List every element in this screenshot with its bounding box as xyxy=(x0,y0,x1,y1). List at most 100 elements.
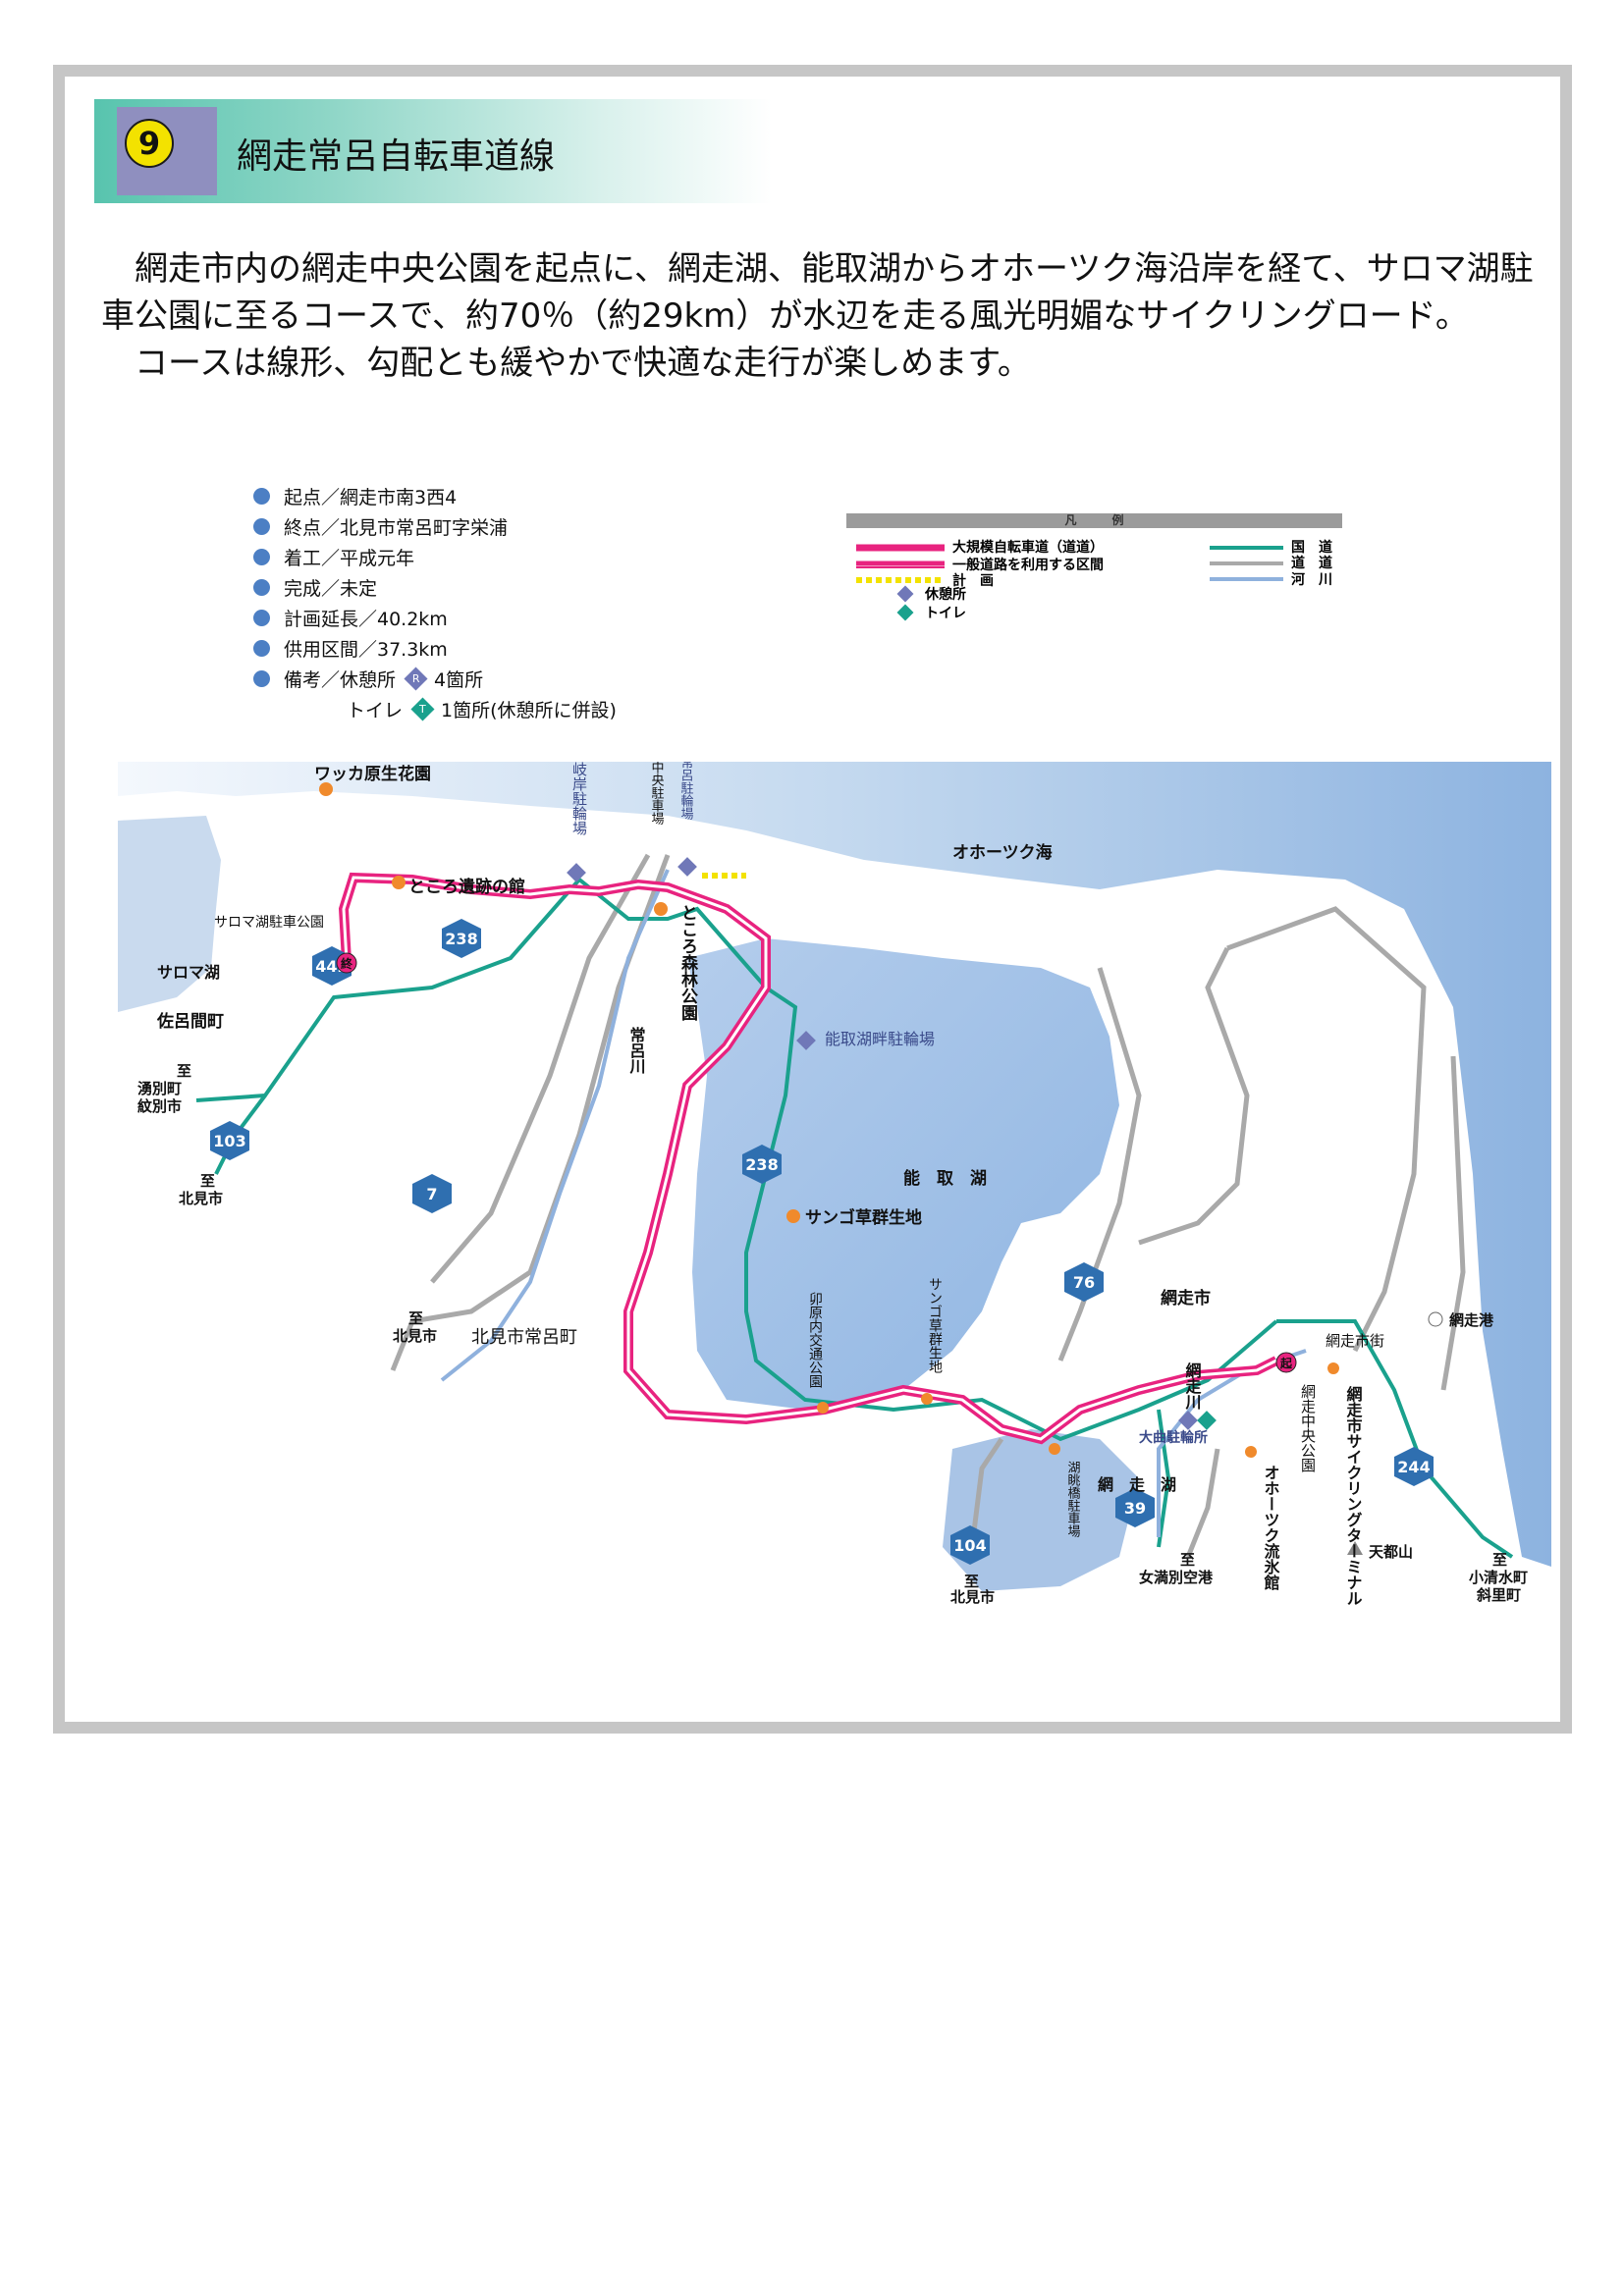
abashiri-lake-area xyxy=(943,1429,1139,1591)
label-tokoro-forest: ところ森林公園 xyxy=(677,904,698,1022)
info-end: 終点／北見市常呂町字栄浦 xyxy=(284,517,509,539)
info-start: 起点／網走市南3西4 xyxy=(284,487,458,508)
label-to-airport-1: 至 xyxy=(1180,1551,1195,1569)
route-39-shield: 39 xyxy=(1115,1488,1155,1527)
legend-graphics: 大規模自転車道（道道） 一般道路を利用する区間 計 画 休憩所 トイレ 国 道 … xyxy=(856,539,1332,621)
info-toilet-count: 1箇所(休憩所に併設) xyxy=(441,700,617,721)
info-remarks: 備考／休憩所 xyxy=(284,669,397,691)
label-kochou-parking: 湖眺橋駐車場 xyxy=(1065,1461,1081,1537)
legend-bike-road: 大規模自転車道（道道） xyxy=(952,539,1104,556)
poi-tokoro-museum xyxy=(392,876,406,889)
info-construction: 着工／平成元年 xyxy=(284,548,415,569)
notoro-lake-area xyxy=(687,938,1119,1410)
label-gishi: 岐岸駐輪場 xyxy=(570,762,588,835)
info-planned-length: 計画延長／40.2km xyxy=(284,609,448,630)
route-104-shield: 104 xyxy=(950,1525,990,1565)
toilet-icon: T xyxy=(410,697,435,721)
svg-text:238: 238 xyxy=(745,1155,778,1174)
svg-text:238: 238 xyxy=(445,930,477,948)
label-to-kitami-c2: 北見市 xyxy=(393,1327,437,1345)
label-to-kitami-w1: 至 xyxy=(200,1172,215,1190)
mountain-icon xyxy=(1347,1541,1363,1555)
svg-text:7: 7 xyxy=(426,1185,437,1203)
bullet-icon xyxy=(253,579,270,596)
legend-toilet: トイレ xyxy=(925,606,966,621)
section-title: 網走常呂自転車道線 xyxy=(237,136,556,177)
svg-text:104: 104 xyxy=(953,1536,986,1555)
legend-river: 河 川 xyxy=(1291,571,1332,588)
poi-sango xyxy=(786,1209,800,1223)
label-saroma-town: 佐呂間町 xyxy=(156,1011,224,1032)
end-marker-label: 終 xyxy=(341,956,353,971)
poi-sango-2 xyxy=(921,1393,933,1405)
label-omagari: 大曲駐輪所 xyxy=(1139,1429,1208,1446)
route-103-shield: 103 xyxy=(210,1121,249,1160)
info-open-section: 供用区間／37.3km xyxy=(284,639,448,661)
label-to-shari-3: 斜里町 xyxy=(1476,1586,1521,1604)
route-244-shield: 244 xyxy=(1394,1447,1434,1486)
bullet-icon xyxy=(253,640,270,657)
label-abashiri-lake: 網 走 湖 xyxy=(1098,1475,1176,1494)
label-to-kitami-c1: 至 xyxy=(408,1309,423,1327)
legend-prefectural-road: 道 道 xyxy=(1291,555,1332,571)
poi-markers xyxy=(319,782,1339,1458)
label-to-shari-1: 至 xyxy=(1492,1551,1507,1569)
poi-wakka xyxy=(319,782,333,796)
legend-title: 凡 例 xyxy=(846,513,1342,528)
start-marker xyxy=(1275,1352,1297,1373)
label-sango-site: サンゴ草群生地 xyxy=(805,1207,922,1228)
svg-text:76: 76 xyxy=(1073,1273,1095,1292)
label-to-shari-2: 小清水町 xyxy=(1469,1569,1528,1586)
info-row: 着工／平成元年 xyxy=(253,542,617,572)
legend-toilet-icon xyxy=(896,604,914,621)
rest-area-icon xyxy=(567,863,586,882)
end-marker xyxy=(336,952,357,974)
prefectural-roads xyxy=(390,853,1466,1558)
info-row: 終点／北見市常呂町字栄浦 xyxy=(253,511,617,542)
label-abashiri-central: 網走中央公園 xyxy=(1299,1384,1317,1472)
info-completion: 完成／未定 xyxy=(284,578,378,600)
label-tokoro-river: 常呂川 xyxy=(627,1026,647,1075)
label-to-kitami-s2: 北見市 xyxy=(950,1588,995,1606)
label-abashiri-town: 網走市街 xyxy=(1326,1332,1384,1350)
label-sango-vertical: サンゴ草群生地 xyxy=(927,1277,943,1373)
route-238-east-shield: 238 xyxy=(742,1145,782,1184)
label-to-yubetsu-1: 至 xyxy=(177,1062,191,1080)
intro-paragraph-2: コースは線形、勾配とも緩やかで快適な走行が楽しめます。 xyxy=(135,344,1031,383)
label-kitami-tokoro: 北見市常呂町 xyxy=(471,1327,577,1348)
bullet-icon xyxy=(253,610,270,626)
info-row: 供用区間／37.3km xyxy=(253,633,617,664)
label-tokoro-bike: 常呂駐輪場 xyxy=(678,762,694,820)
poi-uhara xyxy=(817,1402,829,1414)
saroma-lake-area xyxy=(118,816,221,1012)
intro-text: 網走市内の網走中央公園を起点に、網走湖、能取湖からオホーツク海沿岸を経て、サロマ… xyxy=(101,245,1544,387)
start-marker-label: 起 xyxy=(1279,1356,1293,1370)
legend-national-road: 国 道 xyxy=(1291,539,1332,556)
label-cycling-terminal: 網走市サイクリングターミナル xyxy=(1344,1385,1364,1606)
info-rest-count: 4箇所 xyxy=(434,669,484,691)
info-row: 計画延長／40.2km xyxy=(253,603,617,633)
bullet-icon xyxy=(253,549,270,565)
label-to-yubetsu-3: 紋別市 xyxy=(137,1097,182,1115)
bullet-icon xyxy=(253,488,270,505)
label-abashiri-river: 網走川 xyxy=(1183,1362,1203,1411)
okhotsk-sea xyxy=(118,762,1551,1567)
svg-text:103: 103 xyxy=(213,1132,245,1150)
info-row: 起点／網走市南3西4 xyxy=(253,481,617,511)
label-abashiri-city: 網走市 xyxy=(1161,1288,1211,1308)
route-76-shield: 76 xyxy=(1064,1262,1104,1302)
rest-area-icon: R xyxy=(404,667,428,691)
info-row: 備考／休憩所 R 4箇所 xyxy=(253,664,617,694)
section-number: 9 xyxy=(125,119,174,168)
legend-planned: 計 画 xyxy=(952,572,994,589)
label-to-kitami-s1: 至 xyxy=(964,1573,979,1590)
route-7-shield: 7 xyxy=(412,1174,452,1213)
label-abashiri-port: 網走港 xyxy=(1449,1311,1494,1329)
label-tokoro-museum: ところ遺跡の館 xyxy=(408,877,525,897)
bullet-icon xyxy=(253,518,270,535)
label-to-yubetsu-2: 湧別町 xyxy=(137,1080,182,1097)
label-saroma-lake: サロマ湖 xyxy=(157,963,220,982)
label-uhara-park: 卯原内交通公園 xyxy=(807,1292,823,1388)
legend-rest-area: 休憩所 xyxy=(924,586,966,603)
